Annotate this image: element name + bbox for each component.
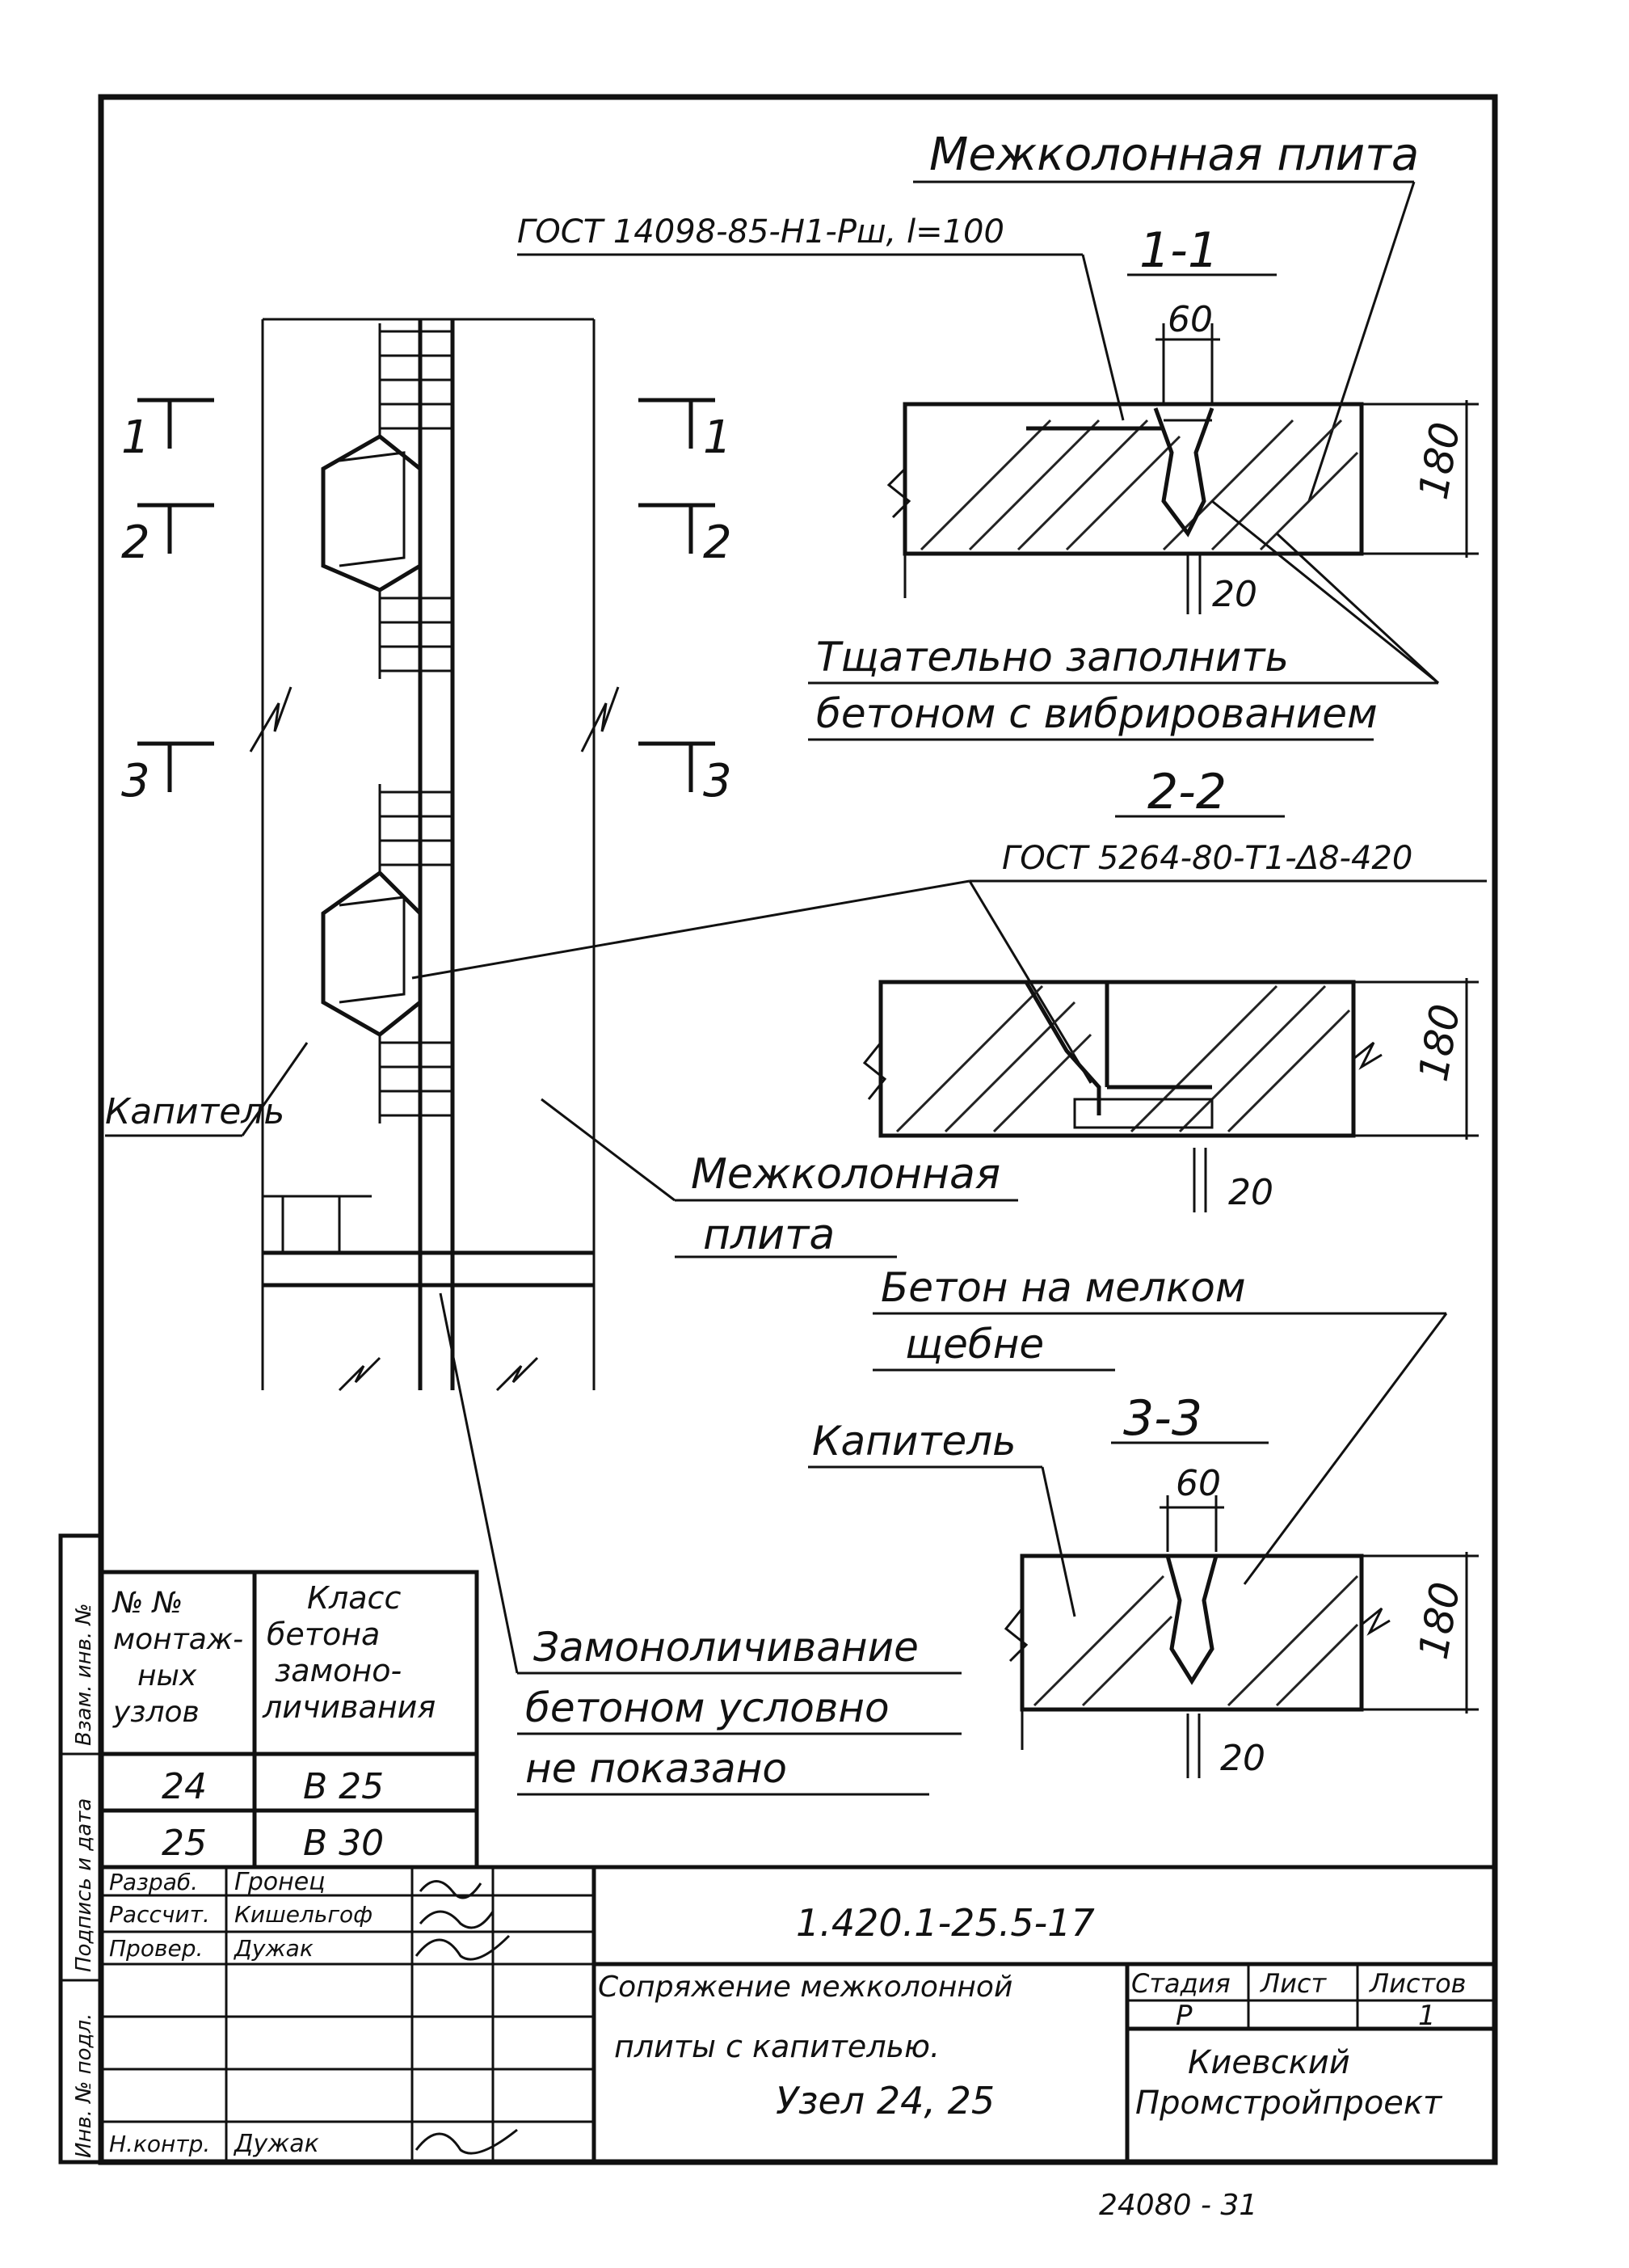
table-head-2-line1: Класс [307, 1580, 401, 1616]
capital-left-label: Капитель [105, 1091, 284, 1132]
gost-weld-label: ГОСТ 5264-80-Т1-Δ8-420 [1002, 840, 1412, 877]
dim-180-section3: 180 [1410, 1579, 1470, 1663]
side-stamp-inventory: Инв. № подл. [72, 2013, 96, 2158]
dim-180-section2: 180 [1410, 1001, 1470, 1085]
dim-180-section1: 180 [1410, 419, 1470, 503]
table-head-2-line4: личивания [262, 1689, 436, 1725]
drawing-title-2: плиты с капителью. [614, 2029, 940, 2064]
sheet-frame [98, 94, 1498, 2165]
name-calculated: Кишельгоф [234, 1901, 373, 1928]
section-title-2: 2-2 [1147, 764, 1227, 820]
org-name-2: Промстройпроект [1135, 2085, 1443, 2122]
table-node-24: 24 [162, 1766, 207, 1807]
table-head-1-line3: ных [137, 1659, 197, 1693]
dim-60-section3: 60 [1176, 1463, 1221, 1504]
monolith-note-2: бетоном условно [525, 1684, 890, 1731]
concrete-note-1: Бетон на мелком [881, 1264, 1246, 1311]
concrete-note-2: щебне [905, 1321, 1044, 1368]
name-checked: Дужак [233, 1935, 314, 1962]
stage-label: Стадия [1131, 1968, 1231, 1999]
section-cut-marks [137, 398, 715, 792]
cut-mark-left-3: 3 [121, 755, 150, 807]
stage-value: Р [1176, 2000, 1193, 2032]
table-head-1-line1: № № [112, 1587, 183, 1620]
gost-mesh-label: ГОСТ 14098-85-Н1-Рш, l=100 [517, 213, 1004, 251]
name-developer: Гронец [234, 1868, 326, 1896]
plate-top-label: Межколонная плита [929, 129, 1419, 181]
monolith-note-3: не показано [525, 1745, 787, 1792]
cut-mark-right-2: 2 [703, 516, 732, 569]
side-stamp-signature: Подпись и дата [72, 1798, 96, 1972]
sheet-label: Лист [1260, 1968, 1327, 1999]
footer-archive-number: 24080 - 31 [1099, 2189, 1257, 2222]
table-class-25: В 30 [303, 1823, 384, 1864]
side-stamp [58, 1533, 103, 2165]
table-head-1-line4: узлов [112, 1696, 200, 1729]
table-class-24: В 25 [303, 1766, 384, 1807]
sheets-label: Листов [1369, 1968, 1467, 1999]
table-node-25: 25 [162, 1823, 207, 1864]
section-2-2-drawing [862, 978, 1479, 1212]
section-title-3: 3-3 [1123, 1390, 1202, 1447]
dim-20-section2: 20 [1228, 1172, 1273, 1213]
section-1-1-drawing [886, 323, 1479, 614]
org-name-1: Киевский [1188, 2044, 1350, 2081]
plate-middle-label-2: плита [703, 1211, 835, 1259]
signature-checked [415, 1934, 511, 1961]
capital-3-label: Капитель [812, 1418, 1017, 1465]
cut-mark-left-2: 2 [121, 516, 150, 569]
drawing-title-3: Узел 24, 25 [776, 2079, 995, 2123]
fill-note-1: Тщательно заполнить [816, 634, 1289, 681]
signature-normcontrol [415, 2128, 518, 2155]
doc-number: 1.420.1-25.5-17 [796, 1901, 1095, 1945]
role-normcontrol: Н.контр. [109, 2131, 210, 2157]
monolith-note-1: Замоноличивание [533, 1624, 919, 1671]
table-head-1-line2: монтаж- [113, 1623, 243, 1656]
section-3-3-drawing [1004, 1495, 1479, 1778]
dim-20-section1: 20 [1212, 574, 1257, 615]
sheets-value: 1 [1418, 2000, 1436, 2032]
signature-calculated [419, 1910, 495, 1929]
table-head-2-line3: замоно- [275, 1653, 402, 1688]
role-developer: Разраб. [109, 1869, 198, 1895]
cut-mark-right-1: 1 [703, 411, 732, 464]
drawing-title-1: Сопряжение межколонной [598, 1971, 1012, 2004]
section-title-1: 1-1 [1139, 222, 1219, 279]
cut-mark-right-3: 3 [703, 755, 732, 807]
cut-mark-left-1: 1 [121, 411, 150, 464]
table-head-2-line2: бетона [267, 1617, 380, 1652]
dim-60-section1: 60 [1168, 299, 1213, 340]
name-normcontrol: Дужак [233, 2130, 319, 2158]
dim-20-section3: 20 [1220, 1738, 1265, 1779]
column-elevation [249, 318, 620, 1392]
side-stamp-replace: Взам. инв. № [72, 1603, 96, 1746]
signature-developer [419, 1880, 482, 1899]
title-block [101, 1865, 1495, 2162]
role-checked: Провер. [109, 1935, 203, 1962]
fill-note-2: бетоном с вибрированием [816, 690, 1378, 737]
role-calculated: Рассчит. [109, 1901, 210, 1928]
plate-middle-label-1: Межколонная [691, 1150, 1000, 1199]
